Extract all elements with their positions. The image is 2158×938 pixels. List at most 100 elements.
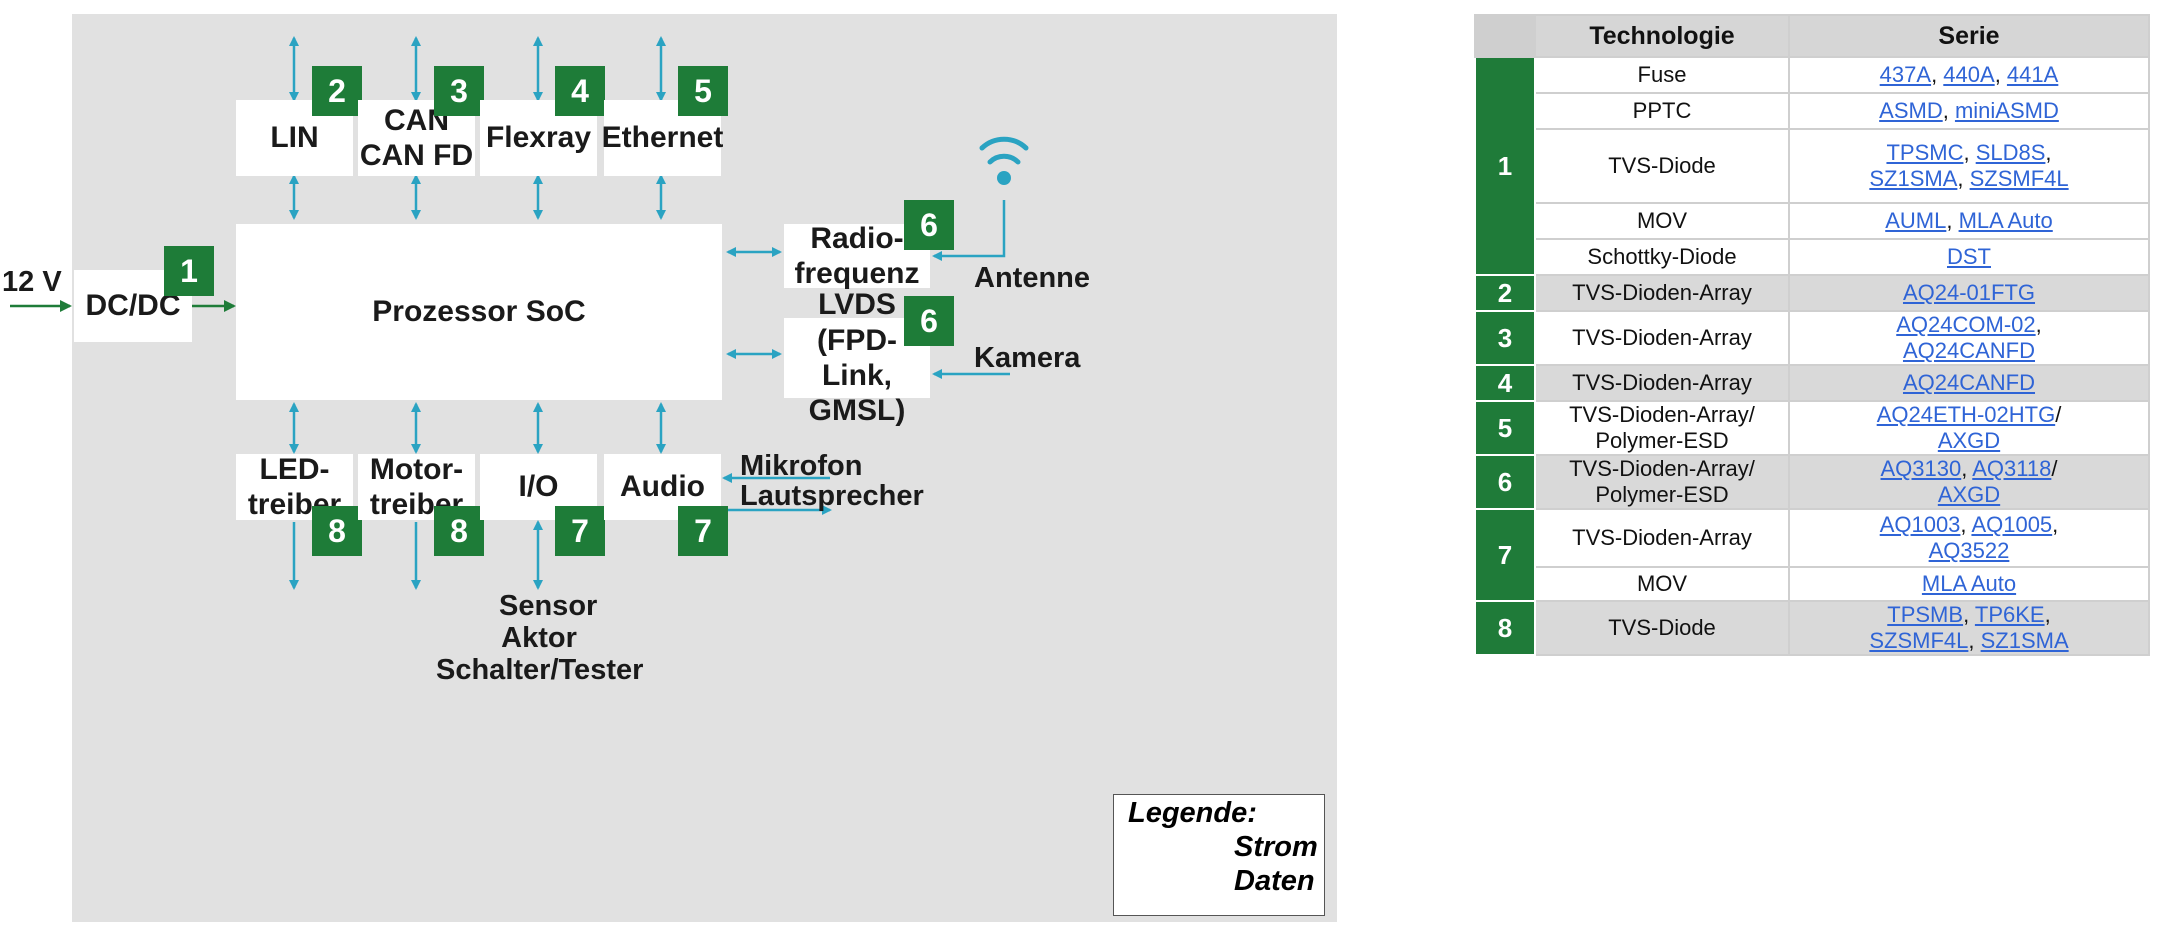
series-separator: ,: [1963, 602, 1975, 627]
series-separator: /: [2055, 402, 2062, 427]
serie-cell: DST: [1788, 238, 2150, 276]
series-link[interactable]: AQ24-01FTG: [1902, 280, 2036, 305]
lvds-box: LVDS (FPD-Link, GMSL): [784, 288, 930, 427]
series-link[interactable]: 437A: [1879, 62, 1932, 87]
series-link[interactable]: AQ1003: [1879, 512, 1961, 537]
serie-cell: MLA Auto: [1788, 566, 2150, 602]
legend-title: Legende:: [1128, 797, 1257, 829]
serie-cell: AQ24COM-02, AQ24CANFD: [1788, 310, 2150, 366]
series-separator: ,: [1961, 456, 1973, 481]
series-link[interactable]: TPSMC: [1886, 140, 1964, 165]
series-link[interactable]: miniASMD: [1954, 98, 2059, 123]
serie-cell: AQ3130, AQ3118/ AXGD: [1788, 454, 2150, 510]
series-separator: ,: [1946, 208, 1959, 233]
series-link[interactable]: 440A: [1943, 62, 1995, 87]
series-link[interactable]: MLA Auto: [1921, 571, 2017, 596]
row-number: 6: [1474, 454, 1536, 510]
legend-daten: Daten: [1234, 865, 1315, 897]
row-number: 3: [1474, 310, 1536, 366]
technologie-cell: PPTC: [1534, 92, 1790, 130]
line-antenna: [932, 200, 1006, 261]
serie-cell: TPSMC, SLD8S, SZ1SMA, SZSMF4L: [1788, 128, 2150, 204]
series-link[interactable]: 441A: [2006, 62, 2059, 87]
series-link[interactable]: ASMD: [1879, 98, 1943, 123]
badge-led: 8: [312, 506, 362, 556]
technologie-cell: MOV: [1534, 202, 1790, 240]
series-link[interactable]: AQ1005: [1971, 512, 2053, 537]
series-separator: ,: [2045, 140, 2052, 165]
series-link[interactable]: AQ24CANFD: [1902, 370, 2036, 395]
serie-cell: ASMD, miniASMD: [1788, 92, 2150, 130]
series-link[interactable]: AQ24COM-02: [1896, 312, 2036, 337]
row-number: 5: [1474, 400, 1536, 456]
serie-cell: AQ24-01FTG: [1788, 274, 2150, 312]
badge-motor: 8: [434, 506, 484, 556]
technologie-cell: TVS-Dioden-Array: [1534, 310, 1790, 366]
row-number: 7: [1474, 508, 1536, 602]
row-number: 1: [1474, 56, 1536, 276]
technologie-cell: Schottky-Diode: [1534, 238, 1790, 276]
series-separator: ,: [1957, 166, 1970, 191]
technologie-cell: TVS-Dioden-Array: [1534, 364, 1790, 402]
series-link[interactable]: AXGD: [1937, 482, 2001, 507]
series-separator: ,: [2044, 602, 2051, 627]
prozessor-soc-box: Prozessor SoC: [236, 224, 722, 400]
serie-cell: 437A, 440A, 441A: [1788, 56, 2150, 94]
legend: Legende: Strom Daten: [1113, 794, 1325, 916]
series-link[interactable]: AQ24CANFD: [1902, 338, 2036, 363]
series-link[interactable]: SZ1SMA: [1869, 166, 1958, 191]
series-separator: ,: [2035, 312, 2042, 337]
series-link[interactable]: MLA Auto: [1958, 208, 2053, 233]
series-link[interactable]: TPSMB: [1887, 602, 1964, 627]
series-separator: ,: [1963, 140, 1976, 165]
series-link[interactable]: DST: [1947, 244, 1991, 269]
serie-cell: AQ1003, AQ1005, AQ3522: [1788, 508, 2150, 568]
mikrofon-label: Mikrofon: [740, 450, 863, 482]
serie-cell: AQ24ETH-02HTG/ AXGD: [1788, 400, 2150, 456]
row-number: 2: [1474, 274, 1536, 312]
badge-radio: 6: [904, 200, 954, 250]
header-technologie: Technologie: [1534, 14, 1790, 58]
badge-dcdc: 1: [164, 246, 214, 296]
series-link[interactable]: SZSMF4L: [1969, 166, 2069, 191]
series-link[interactable]: AXGD: [1937, 428, 2001, 453]
series-link[interactable]: AQ3118: [1972, 456, 2052, 481]
header-serie: Serie: [1788, 14, 2150, 58]
technologie-cell: MOV: [1534, 566, 1790, 602]
technologie-cell: TVS-Dioden-Array: [1534, 274, 1790, 312]
series-link[interactable]: AQ3522: [1928, 538, 2010, 563]
series-link[interactable]: SZSMF4L: [1869, 628, 1969, 653]
series-link[interactable]: AQ3130: [1880, 456, 1962, 481]
technologie-cell: TVS-Dioden-Array: [1534, 508, 1790, 568]
series-link[interactable]: AUML: [1885, 208, 1947, 233]
row-number: 8: [1474, 600, 1536, 656]
series-separator: ,: [1960, 512, 1972, 537]
badge-io: 7: [555, 506, 605, 556]
series-link[interactable]: SZ1SMA: [1980, 628, 2069, 653]
input-12v-label: 12 V: [2, 266, 62, 298]
legend-strom: Strom: [1234, 831, 1318, 863]
antenna-wifi-icon: [979, 136, 1029, 165]
antenna-dot-icon: [997, 171, 1011, 185]
schalter-tester-label: Schalter/Tester: [436, 654, 644, 686]
kamera-label: Kamera: [974, 342, 1081, 374]
antenne-label: Antenne: [974, 262, 1090, 294]
serie-cell: AUML, MLA Auto: [1788, 202, 2150, 240]
technologie-cell: Fuse: [1534, 56, 1790, 94]
series-link[interactable]: AQ24ETH-02HTG: [1876, 402, 2056, 427]
series-separator: ,: [1931, 62, 1944, 87]
aktor-label: Aktor: [501, 622, 577, 654]
badge-ethernet: 5: [678, 66, 728, 116]
series-link[interactable]: SLD8S: [1975, 140, 2046, 165]
table-row: Schottky-Diode DST: [1475, 238, 2150, 276]
serie-cell: AQ24CANFD: [1788, 364, 2150, 402]
series-link[interactable]: TP6KE: [1974, 602, 2045, 627]
